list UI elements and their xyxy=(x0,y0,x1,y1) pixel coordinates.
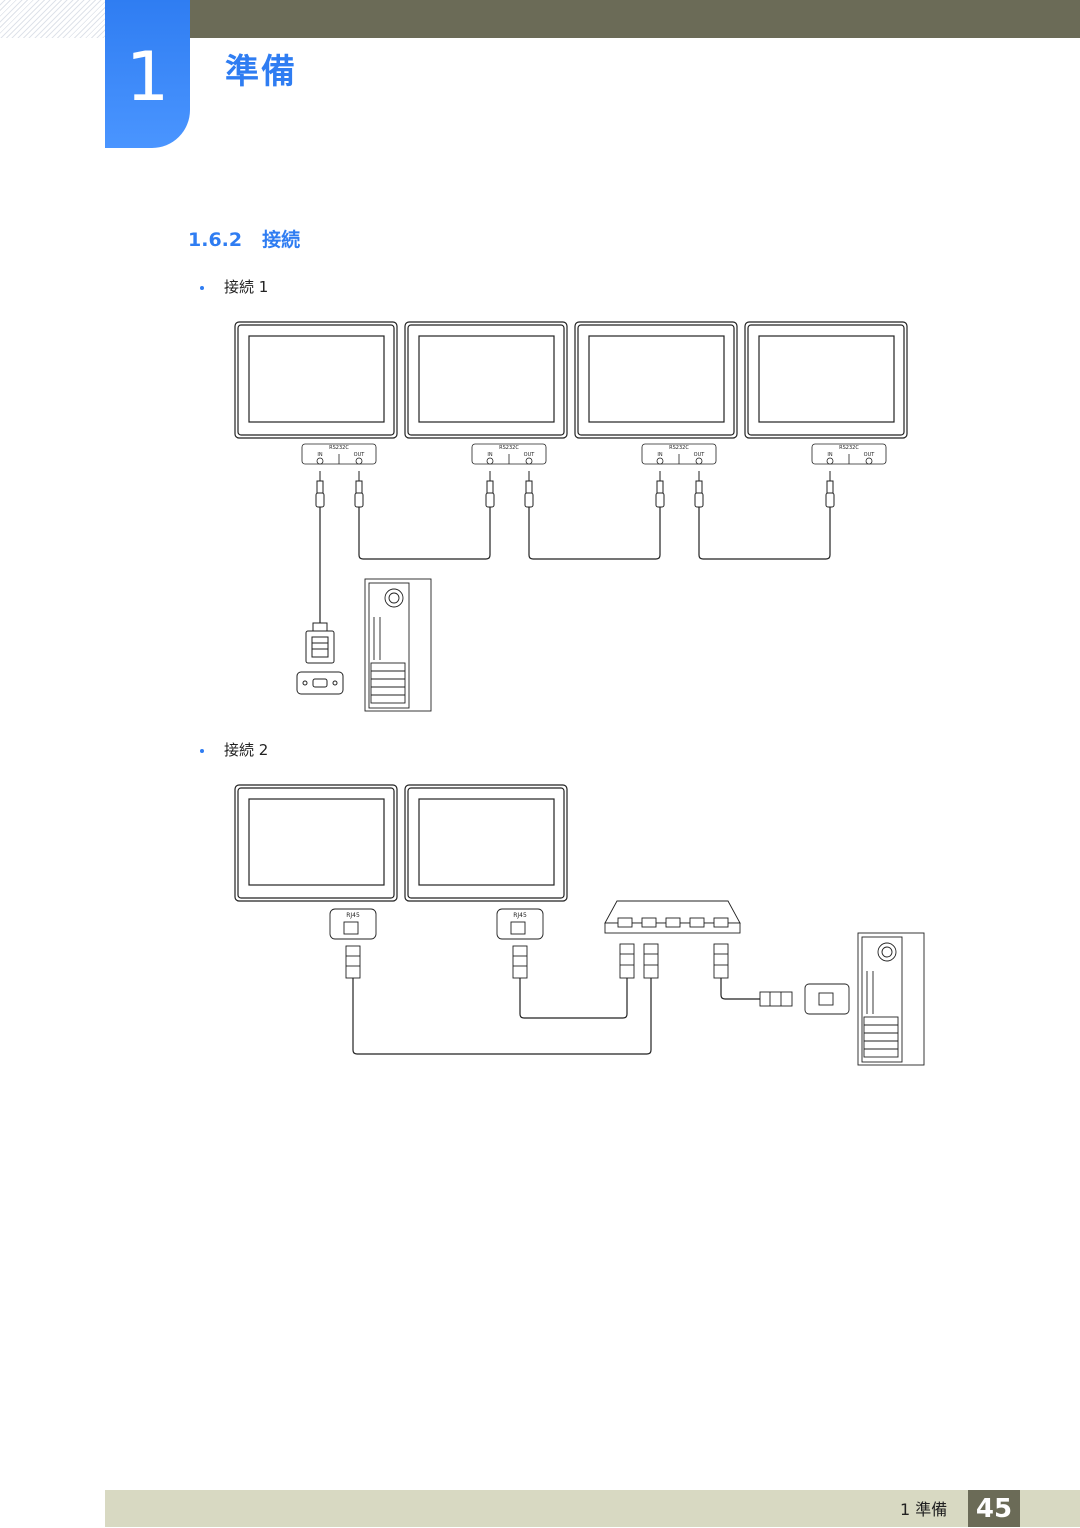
rs232c-connection-diagram: RS232C IN OUT RS232C IN OUT RS232C IN OU… xyxy=(234,321,908,712)
stereo-plug-6 xyxy=(694,471,704,508)
rj45-port-panel-1 xyxy=(329,908,377,940)
stereo-plug-5 xyxy=(655,471,665,508)
d-sub-connector xyxy=(305,622,335,664)
rj45-plug-5 xyxy=(713,943,729,979)
footer-bar xyxy=(105,1490,1080,1527)
rj45-plug-3 xyxy=(619,943,635,979)
page-number: 45 xyxy=(968,1490,1020,1527)
footer-chapter-label: 1 準備 xyxy=(900,1500,948,1519)
rj45-plug-4 xyxy=(643,943,659,979)
stereo-plug-3 xyxy=(485,471,495,508)
rj45-plug-6 xyxy=(759,991,793,1007)
stereo-plug-1 xyxy=(315,471,325,508)
connection-2-label: 接続 2 xyxy=(224,741,269,759)
rj45-plug-2 xyxy=(512,945,528,979)
display-1 xyxy=(234,321,398,439)
cable-hub-pc xyxy=(720,978,760,1000)
display-6 xyxy=(404,784,568,902)
rs232c-port-panel-1 xyxy=(301,443,377,465)
section-title: 接続 xyxy=(262,229,301,251)
cable-display6-hub xyxy=(519,978,628,1019)
stereo-plug-2 xyxy=(354,471,364,508)
cable-display3-display4 xyxy=(698,507,831,560)
cable-display5-hub xyxy=(352,978,652,1055)
rs232c-port-panel-3 xyxy=(641,443,717,465)
rs232c-label-1: RS232C xyxy=(329,445,349,451)
display-4 xyxy=(744,321,908,439)
stereo-plug-7 xyxy=(825,471,835,508)
pc-tower-1 xyxy=(364,578,432,712)
port-in-label-1: IN xyxy=(317,452,322,458)
rj45-plugs xyxy=(345,943,793,1007)
connection-1-label: 接続 1 xyxy=(224,278,269,296)
chapter-number: 1 xyxy=(125,38,170,117)
rs232c-cables xyxy=(319,507,831,623)
section-number: 1.6.2 xyxy=(188,229,243,251)
header-hatch-pattern xyxy=(0,0,105,38)
rj45-port-panel-2 xyxy=(496,908,544,940)
stereo-plug-4 xyxy=(524,471,534,508)
rs232c-port-panel-2 xyxy=(471,443,547,465)
section-heading: 1.6.2 接続 xyxy=(188,225,320,252)
pc-serial-port xyxy=(296,671,344,695)
port-out-label-4: OUT xyxy=(864,452,876,458)
bullet-dot xyxy=(200,285,204,290)
port-out-label-1: OUT xyxy=(354,452,366,458)
rs232c-label-3: RS232C xyxy=(669,445,689,451)
chapter-title: 準備 xyxy=(225,52,297,92)
cable-display2-display3 xyxy=(528,507,661,560)
connection-1-bullet: 接続 1 xyxy=(200,276,268,297)
port-out-label-3: OUT xyxy=(694,452,706,458)
stereo-plugs xyxy=(315,471,835,508)
port-in-label-2: IN xyxy=(487,452,492,458)
cable-display1-display2 xyxy=(358,507,491,560)
rj45-connection-diagram: RJ45 RJ45 xyxy=(234,784,925,1066)
port-out-label-2: OUT xyxy=(524,452,536,458)
rj45-label-1: RJ45 xyxy=(346,912,360,919)
network-hub xyxy=(604,900,741,934)
rj45-label-2: RJ45 xyxy=(513,912,527,919)
rs232c-label-2: RS232C xyxy=(499,445,519,451)
connection-2-bullet: 接続 2 xyxy=(200,739,268,760)
bullet-dot xyxy=(200,748,204,753)
display-5 xyxy=(234,784,398,902)
rs232c-port-panel-4 xyxy=(811,443,887,465)
rj45-cables xyxy=(352,978,760,1055)
rs232c-label-4: RS232C xyxy=(839,445,859,451)
display-3 xyxy=(574,321,738,439)
port-in-label-3: IN xyxy=(657,452,662,458)
rj45-plug-1 xyxy=(345,945,361,979)
pc-tower-2 xyxy=(857,932,925,1066)
chapter-tab xyxy=(105,0,190,148)
display-2 xyxy=(404,321,568,439)
pc-lan-port xyxy=(804,983,850,1015)
header-bar xyxy=(190,0,1080,38)
port-in-label-4: IN xyxy=(827,452,832,458)
